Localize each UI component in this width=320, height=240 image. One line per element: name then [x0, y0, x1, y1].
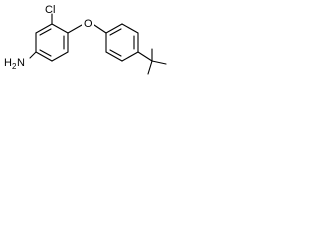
double-bond-r5-r6-inner — [109, 49, 122, 57]
double-bond-r1-r2-inner — [109, 28, 122, 36]
bond-r1-r2 — [105, 23, 123, 34]
left-benzene-ring — [35, 23, 69, 62]
bond-r4-r5 — [121, 51, 139, 62]
bond-oxygen-to-ring — [93, 24, 107, 34]
bond-to-amine — [29, 51, 37, 59]
amine-hydrogen-label: H — [4, 57, 12, 69]
bond-to-oxygen — [67, 24, 83, 34]
double-bond-c4-c5-inner — [39, 49, 52, 57]
bond-methyl-right — [151, 60, 167, 65]
amine-nitrogen-label: N — [17, 57, 25, 69]
chlorine-label: Cl — [45, 4, 55, 16]
structure-diagram: Cl O H 2 N — [0, 0, 175, 86]
bond-ring-to-quaternary-carbon — [137, 51, 153, 62]
right-benzene-ring — [105, 23, 139, 62]
double-bond-c1-c6-inner — [39, 28, 52, 36]
bond-c4-c5 — [35, 51, 53, 62]
bond-c1-c2 — [51, 23, 69, 34]
bond-methyl-down — [147, 60, 153, 75]
bond-r2-r3 — [121, 23, 139, 34]
amine-group-label: H 2 N — [4, 57, 25, 71]
oxygen-label: O — [84, 18, 93, 30]
amine-subscript-label: 2 — [12, 62, 17, 71]
bond-c6-c1 — [35, 23, 53, 34]
molecule-drawing: Cl O H 2 N — [4, 4, 167, 75]
bond-r5-r6 — [105, 51, 123, 62]
bond-c3-c4 — [51, 51, 69, 62]
tert-butyl-group — [137, 48, 167, 75]
